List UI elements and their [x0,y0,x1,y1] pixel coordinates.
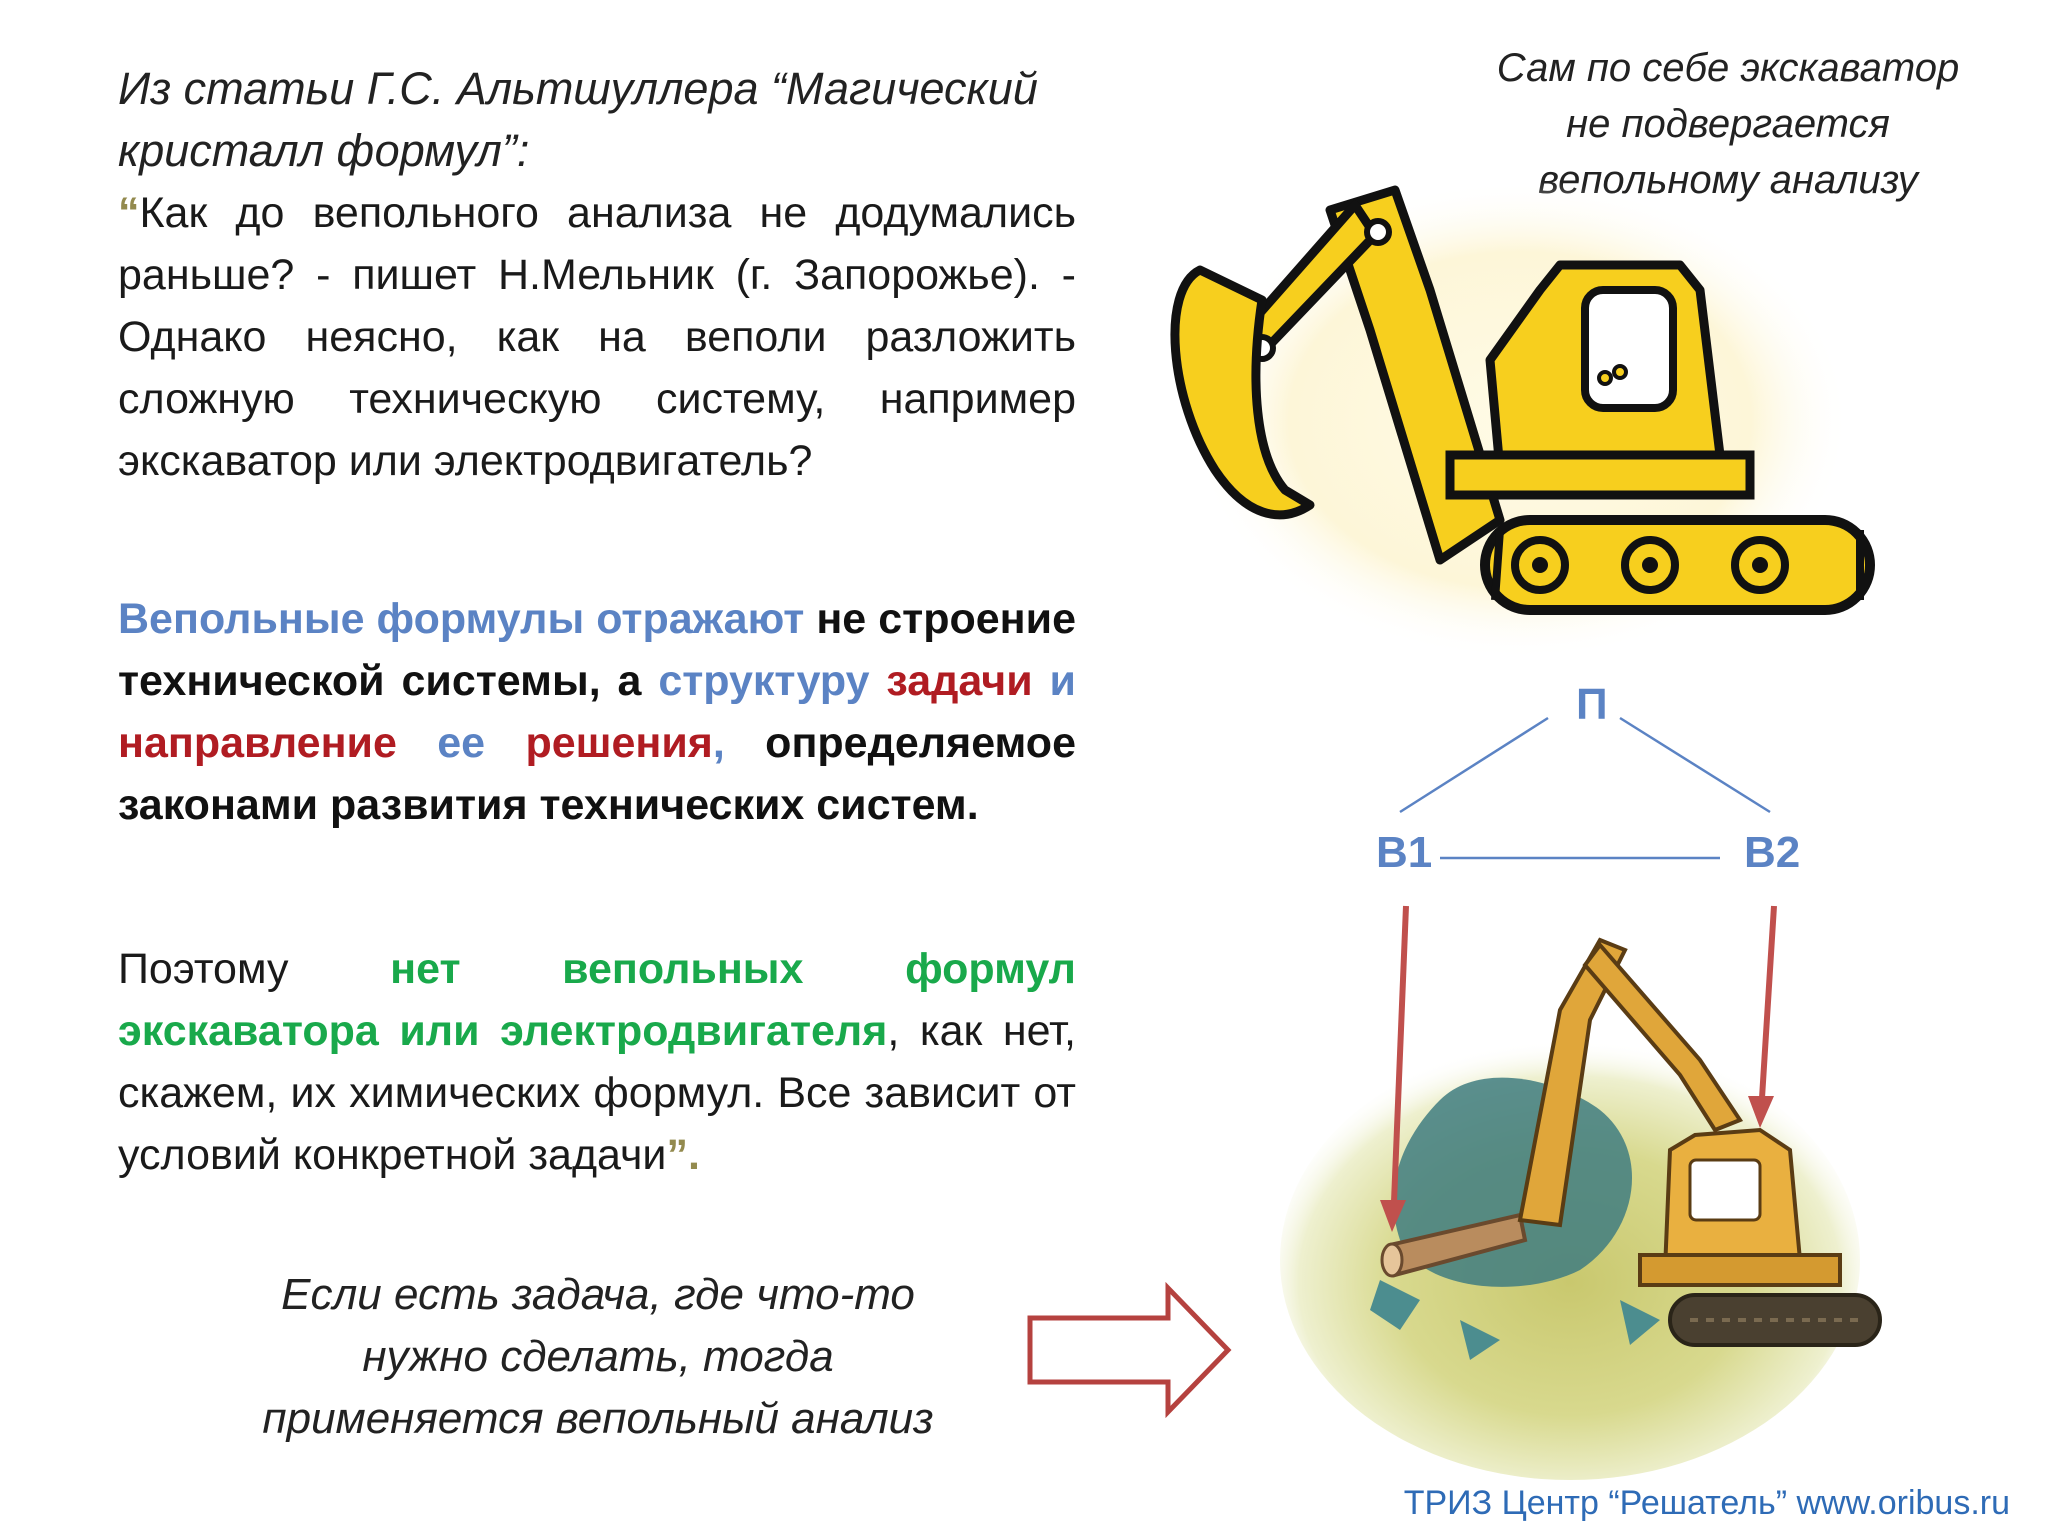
node-b2: В2 [1744,828,1801,877]
conclusion-part-1: Поэтому [118,945,391,993]
statement-part-1: Вепольные формулы отражают [118,595,805,643]
conclusion-part-3: , как нет, скажем, их химических формул.… [118,1007,1076,1179]
note-bottom-line-2: нужно сделать, тогда [362,1332,834,1381]
note-bottom: Если есть задача, где что-то нужно сдела… [218,1264,978,1450]
note-top-line-1: Сам по себе экскаватор [1496,46,1960,90]
intro-line-2: кристалл формул”: [118,125,530,176]
quote-open-mark: “ [118,189,140,237]
quote-paragraph: “Как до вепольного анализа не додумались… [118,182,1076,492]
footer-credit: ТРИЗ Центр “Решатель” www.oribus.ru [1403,1484,2010,1522]
statement-part-4: задачи [869,657,1033,705]
node-p: П [1576,680,1608,729]
arrow-b1-head [1380,1200,1406,1232]
note-bottom-line-1: Если есть задача, где что-то [281,1270,915,1319]
statement-part-3: структуру [658,657,870,705]
statement-part-10: определяемое законами развития техническ… [118,719,1076,829]
statement-part-2: не строение технической системы, а [118,595,1076,705]
statement-paragraph: Вепольные формулы отражают не строение т… [118,588,1076,836]
article-intro: Из статьи Г.С. Альтшуллера “Магический к… [118,58,1076,182]
intro-line-1: Из статьи Г.С. Альтшуллера “Магический [118,63,1038,114]
arrow-b2-shaft [1759,905,1777,1099]
quote-text: Как до вепольного анализа не додумались … [118,189,1076,485]
statement-part-6: направление [118,719,397,767]
statement-part-5: и [1032,657,1076,705]
quote-close-mark: ”. [666,1131,700,1179]
edge-p-b2 [1619,716,1771,814]
statement-part-8: решения [525,719,713,767]
note-top-line-2: не подвергается [1566,102,1890,146]
node-b1: В1 [1376,828,1433,877]
su-field-diagram [1399,716,1771,860]
conclusion-part-2: нет вепольных формул экскаватора или эле… [118,945,1076,1055]
note-bottom-line-3: применяется вепольный анализ [262,1394,934,1443]
red-arrows [1380,905,1777,1232]
arrow-b2-head [1748,1096,1774,1128]
edge-p-b1 [1399,716,1549,814]
arrow-b1-shaft [1391,905,1409,1203]
conclusion-paragraph: Поэтому нет вепольных формул экскаватора… [118,938,1076,1186]
forest-excavator-illustration [1280,937,1882,1480]
statement-part-7: ее [396,719,526,767]
big-right-arrow-icon [1027,1281,1232,1419]
excavator-illustration [1170,180,1875,660]
statement-part-9: , [712,719,725,767]
